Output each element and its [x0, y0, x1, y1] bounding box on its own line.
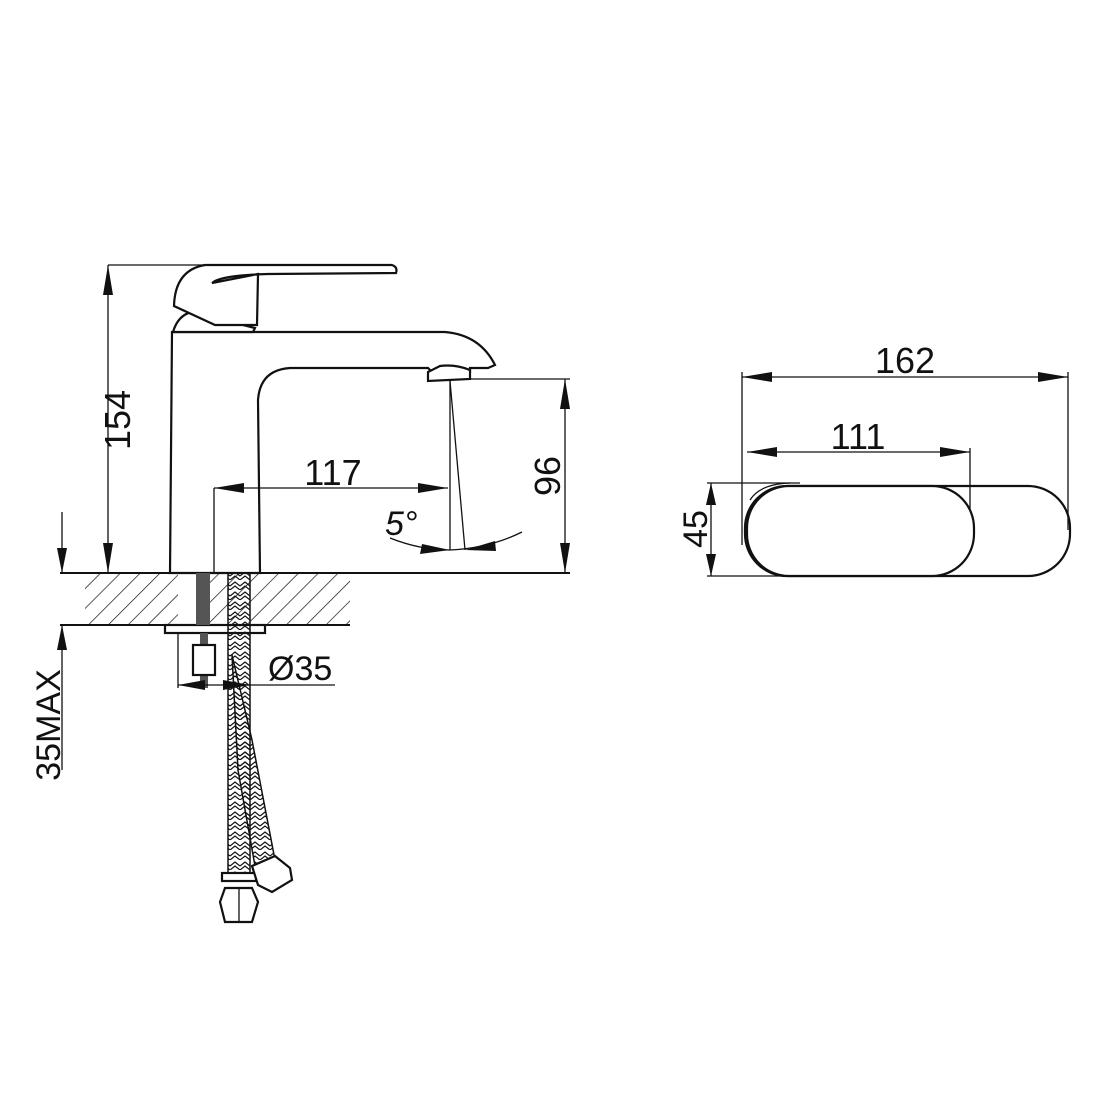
dimension-length-162: 162 [741, 340, 1069, 545]
dimension-height-154: 154 [97, 264, 205, 573]
dim-diameter-35-label: Ø35 [268, 650, 332, 688]
dimension-reach-117: 117 [213, 452, 448, 573]
dim-162-label: 162 [875, 340, 935, 381]
dim-117-label: 117 [304, 452, 361, 493]
dim-35max-label: 35MAX [30, 669, 68, 781]
threaded-rod [196, 573, 210, 625]
faucet-side-view: 154 117 5° 96 [30, 263, 570, 924]
flow-angle-5deg: 5° [385, 380, 523, 554]
dim-96-label: 96 [527, 456, 568, 496]
countertop-section [60, 572, 570, 626]
mounting-plate [163, 623, 267, 635]
dimension-handle-111: 111 [747, 416, 971, 510]
faucet-top-view: 162 111 45 [677, 340, 1072, 578]
dimension-width-45: 45 [677, 482, 800, 577]
fixing-nut [191, 643, 217, 677]
dim-111-label: 111 [831, 416, 886, 457]
mounting-hardware [163, 572, 294, 924]
dim-45-label: 45 [677, 510, 715, 548]
dimension-spout-96: 96 [470, 378, 570, 573]
hose-nut-2 [250, 854, 294, 894]
handle-outline-top [745, 484, 976, 578]
faucet-body [168, 263, 497, 575]
dimension-hole-diameter-35: Ø35 [177, 633, 335, 690]
dim-154-label: 154 [97, 390, 138, 450]
dim-5deg-label: 5° [385, 505, 418, 543]
dimension-counter-35max: 35MAX [30, 512, 68, 781]
